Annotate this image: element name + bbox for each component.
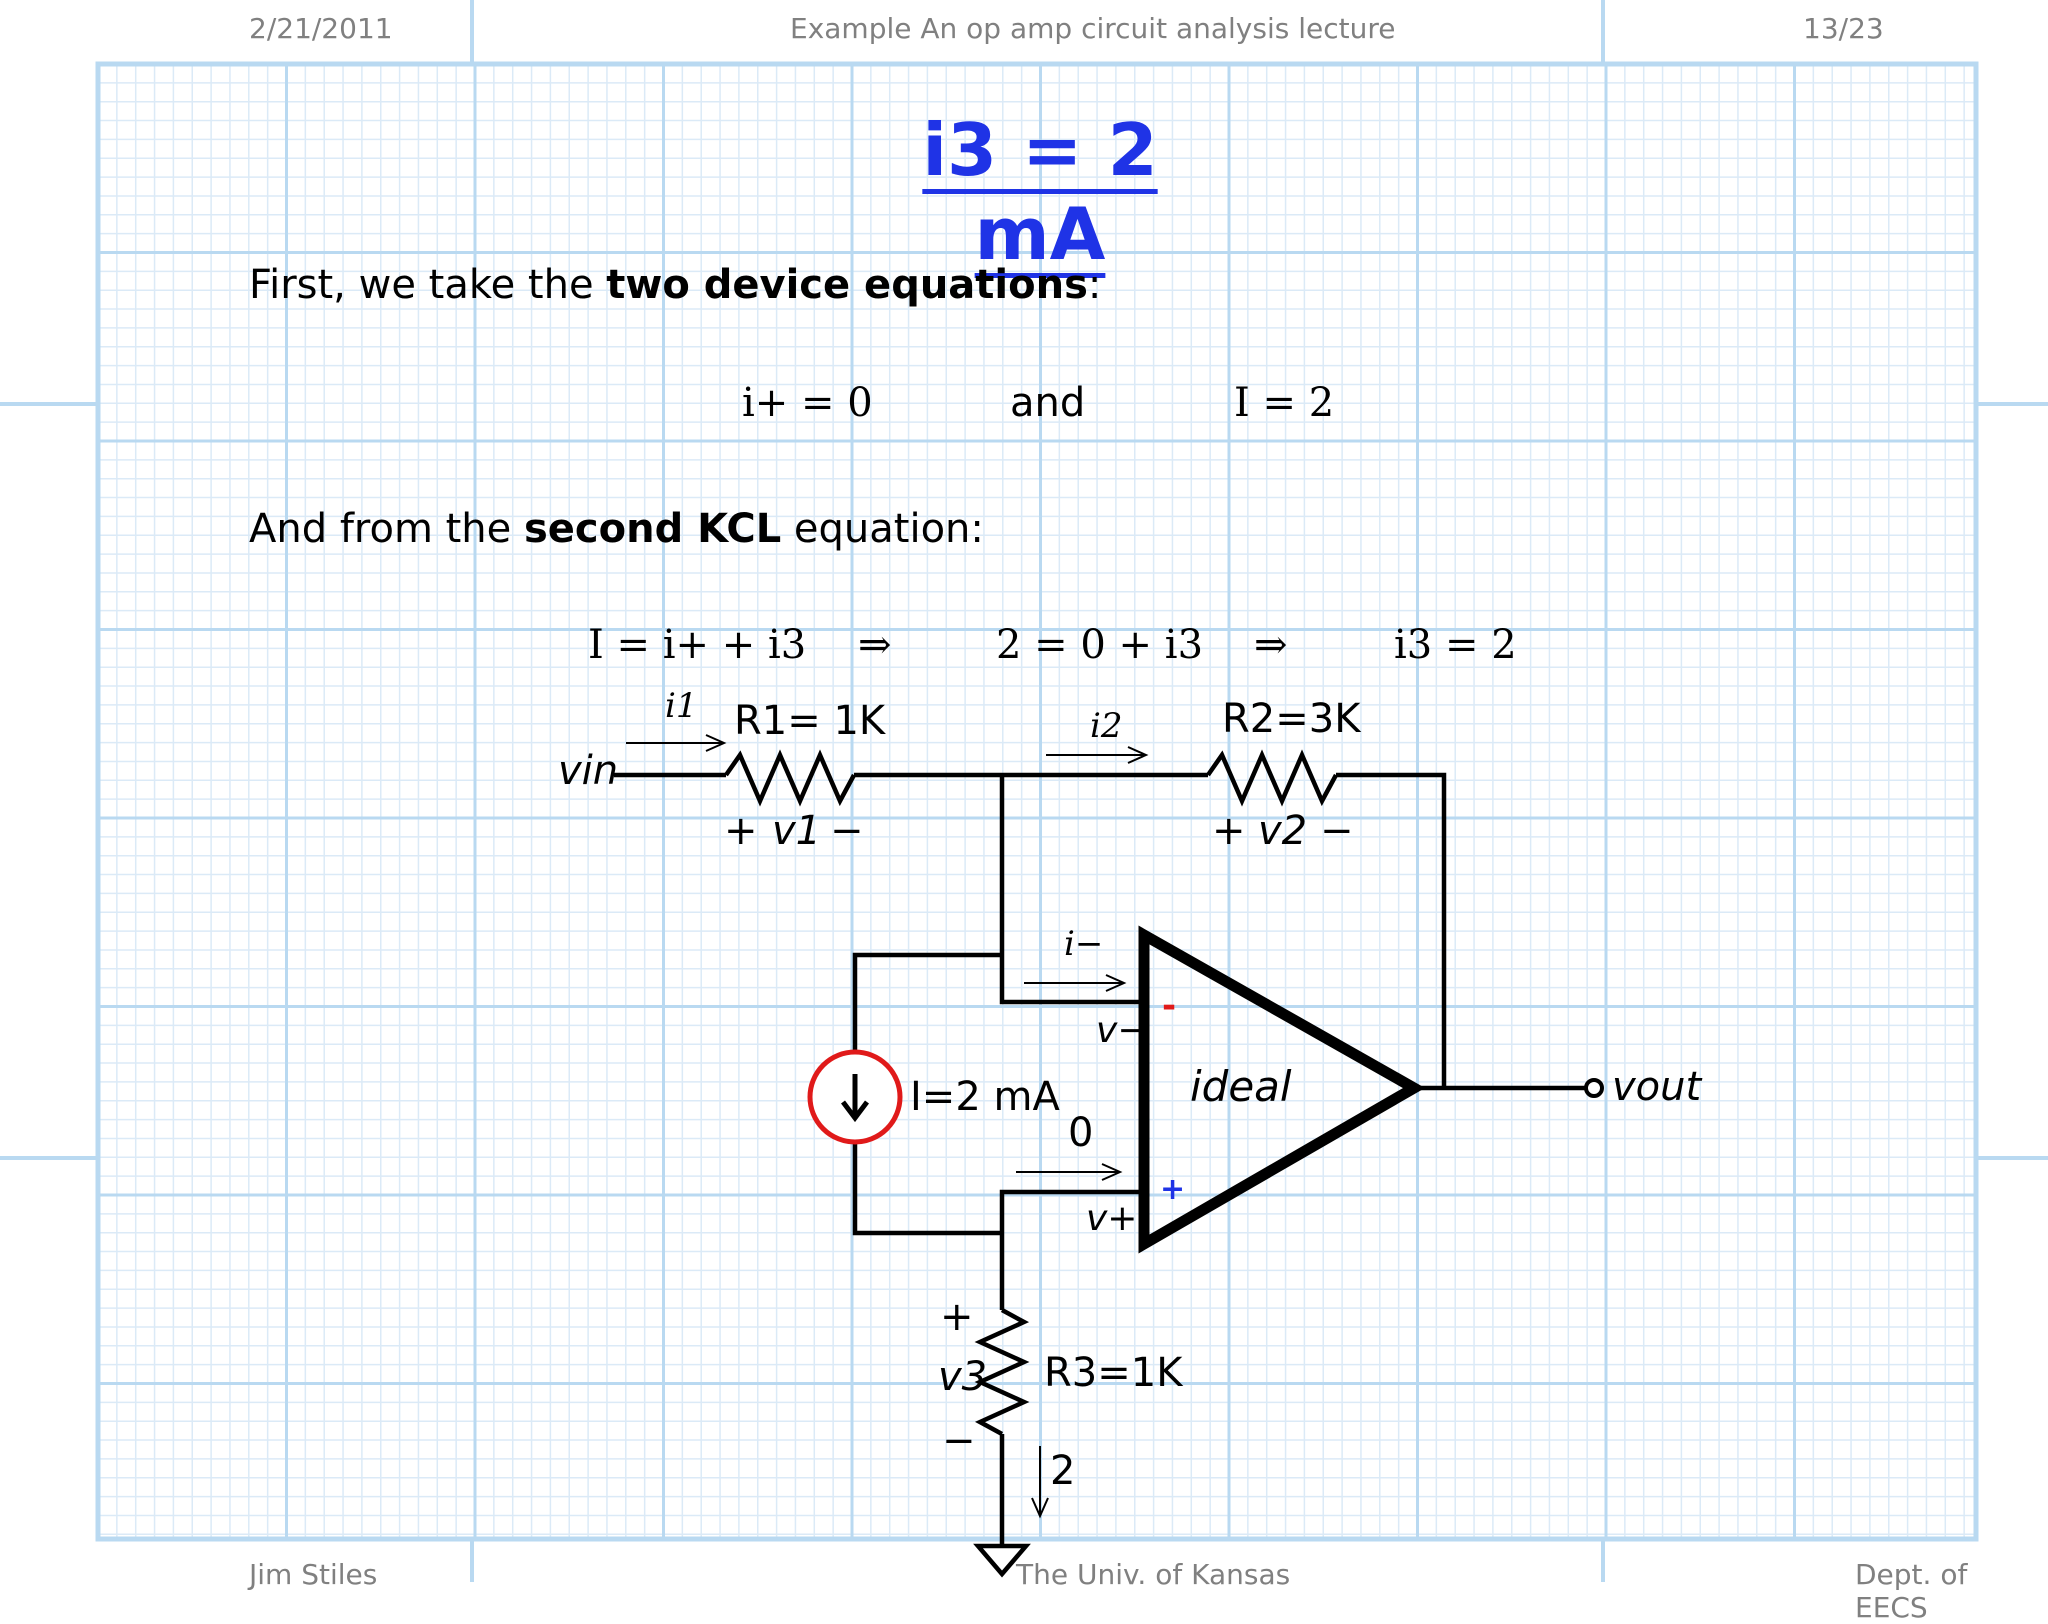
label-v-plus: v+ <box>1086 1198 1138 1239</box>
current-source-arrow-icon <box>841 1074 869 1123</box>
label-i1: i1 <box>665 686 698 726</box>
label-i2: i2 <box>1090 706 1123 746</box>
arrow-i1-icon <box>626 734 727 752</box>
equation-I-equals-2: I = 2 <box>1234 380 1335 426</box>
label-opamp-ideal: ideal <box>1190 1062 1292 1111</box>
implies-arrow-2: ⇒ <box>1254 622 1288 668</box>
footer-university: The Univ. of Kansas <box>1016 1558 1291 1591</box>
wire-plus-input <box>999 1189 1140 1310</box>
label-v1: v1 <box>772 808 822 854</box>
label-v2-minus: − <box>1320 808 1354 854</box>
label-vin: vin <box>558 748 619 794</box>
ground-symbol <box>973 1543 1031 1578</box>
output-terminal <box>1584 1078 1604 1098</box>
kcl-equation-1: I = i+ + i3 <box>588 622 807 668</box>
label-r1: R1= 1K <box>734 698 886 744</box>
header-lecture-title: Example An op amp circuit analysis lectu… <box>790 12 1396 45</box>
para2-bold: second KCL <box>523 506 782 552</box>
implies-arrow-1: ⇒ <box>858 622 892 668</box>
arrow-i-plus-icon <box>1016 1163 1123 1181</box>
header-date: 2/21/2011 <box>249 12 393 45</box>
kcl-equation-2: 2 = 0 + i3 <box>996 622 1204 668</box>
label-vout: vout <box>1612 1064 1702 1110</box>
para1-colon: : <box>1087 262 1102 308</box>
resistor-r3 <box>974 1308 1030 1436</box>
label-r2: R2=3K <box>1222 696 1361 742</box>
label-i-plus-zero: 0 <box>1068 1110 1094 1156</box>
para2-text: And from the <box>249 506 524 552</box>
wire-minus-input <box>999 775 1140 1005</box>
arrow-i2-icon <box>1046 746 1149 764</box>
footer-department: Dept. of EECS <box>1855 1558 1968 1624</box>
label-v3: v3 <box>938 1354 988 1400</box>
label-v3-plus: + <box>940 1294 974 1340</box>
paragraph-kcl: And from the second KCL equation: <box>249 506 984 552</box>
op-amp-triangle <box>1138 925 1426 1254</box>
op-amp-circuit-diagram <box>614 734 1604 1578</box>
slide-title: i3 = 2 mA <box>922 108 1158 276</box>
label-v2-plus: + <box>1212 808 1246 854</box>
label-plus-terminal: + <box>1160 1172 1186 1207</box>
label-v1-minus: − <box>830 808 864 854</box>
paragraph-device-equations: First, we take the two device equations: <box>249 262 1101 308</box>
label-i-minus: i− <box>1064 924 1104 964</box>
resistor-r2 <box>1206 749 1338 807</box>
label-r3: R3=1K <box>1044 1350 1183 1396</box>
label-v3-minus: − <box>942 1418 976 1464</box>
label-i3-value: 2 <box>1050 1448 1076 1494</box>
arrow-i-minus-icon <box>1024 974 1127 992</box>
wire-feedback <box>1336 772 1447 1088</box>
label-minus-terminal: - <box>1162 986 1177 1026</box>
wire-source-bottom <box>852 1140 1002 1236</box>
arrow-i3-icon <box>1031 1446 1049 1519</box>
header-page-number: 13/23 <box>1803 12 1884 45</box>
kcl-equation-3: i3 = 2 <box>1394 622 1517 668</box>
footer-author: Jim Stiles <box>249 1558 378 1591</box>
graph-paper-background <box>0 0 2048 1582</box>
para1-bold: two device equations <box>606 262 1088 308</box>
resistor-r1 <box>724 749 856 807</box>
wire-source-top <box>852 952 1002 1052</box>
label-v2: v2 <box>1258 808 1308 854</box>
label-v1-plus: + <box>724 808 758 854</box>
label-source-value: I=2 mA <box>910 1074 1060 1120</box>
para2-text-end: equation: <box>781 506 984 552</box>
equation-and: and <box>1010 380 1086 426</box>
equation-i-plus-zero: i+ = 0 <box>742 380 873 426</box>
label-v-minus: v− <box>1096 1010 1148 1051</box>
para1-text: First, we take the <box>249 262 607 308</box>
